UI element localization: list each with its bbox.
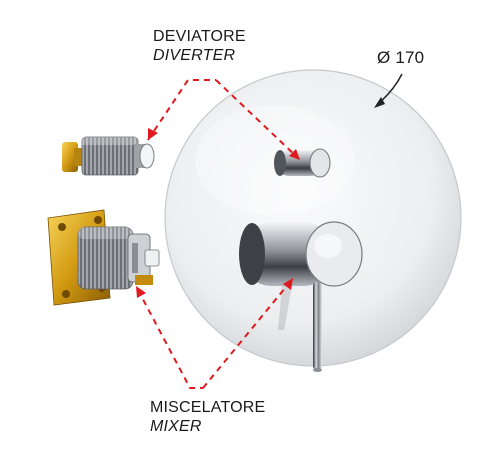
mixer-label: MISCELATORE MIXER: [150, 398, 265, 436]
diverter-cartridge-icon: [62, 136, 155, 176]
diverter-knob: [274, 148, 331, 178]
mixer-label-english: MIXER: [150, 418, 202, 435]
diverter-callout: [147, 79, 300, 160]
diverter-label-italian: DEVIATORE: [153, 28, 246, 45]
diverter-label: DEVIATORE DIVERTER: [153, 27, 246, 65]
mixer-callout: [136, 278, 293, 389]
diameter-label: Ø 170: [377, 48, 425, 67]
mixer-label-italian: MISCELATORE: [150, 399, 266, 416]
mixer-cartridge-icon: [47, 209, 160, 306]
diameter-arrow: [374, 73, 403, 108]
diverter-label-english: DIVERTER: [153, 47, 236, 64]
mixer-handle: [239, 221, 363, 372]
